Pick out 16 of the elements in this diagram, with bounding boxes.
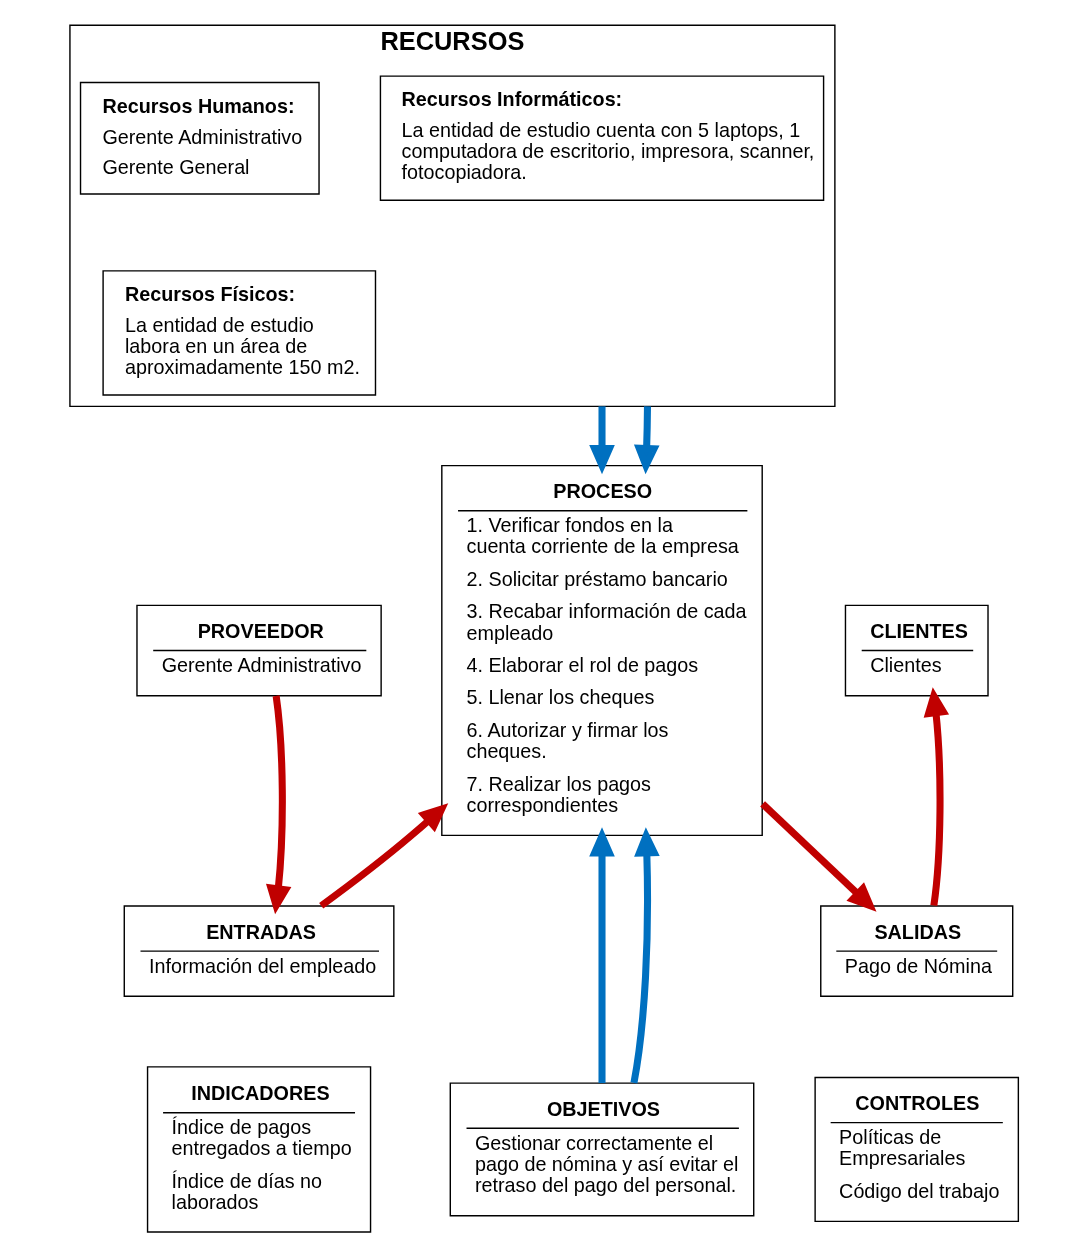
node-box: OBJETIVOS Gestionar correctamente el pago de nómina y así evitar el retraso del pago del personal.	[449, 1082, 754, 1217]
arrow	[629, 827, 660, 1084]
node-box: INDICADORES Índice de pagos entregados a tiempo Índice de días no laborados	[146, 1066, 371, 1233]
node-box: ENTRADAS Información del empleado	[123, 905, 395, 997]
node-box: Recursos Informáticos: La entidad de estudio cuenta con 5 laptops, 1 computadora de escritorio, impresora, scanner, fotocopiadora.	[379, 75, 824, 201]
arrow	[318, 803, 448, 909]
node-box: Recursos Físicos: La entidad de estudio labora en un área de aproximadamente 150 m2.	[101, 270, 376, 396]
arrow	[265, 695, 291, 915]
node-box: CLIENTES Clientes	[844, 604, 989, 697]
node-box: CONTROLES Políticas de Empresariales Código del trabajo	[813, 1076, 1019, 1223]
node-box: PROCESO 1. Verificar fondos en la cuenta corriente de la empresa 2. Solicitar préstamo bancario 3. Recabar información de cada empleado 4. Elaborar el rol de pagos 5. Llenar los cheques 6. Autorizar y firmar los cheques. 7. Realizar los pagos correspondientes	[440, 464, 763, 837]
node-box: PROVEEDOR Gerente Administrativo	[135, 604, 382, 697]
arrow	[923, 687, 949, 907]
node-box: SALIDAS Pago de Nómina	[819, 905, 1013, 997]
node-box: Recursos Humanos: Gerente Administrativo Gerente General	[79, 81, 320, 195]
arrow	[759, 801, 876, 912]
